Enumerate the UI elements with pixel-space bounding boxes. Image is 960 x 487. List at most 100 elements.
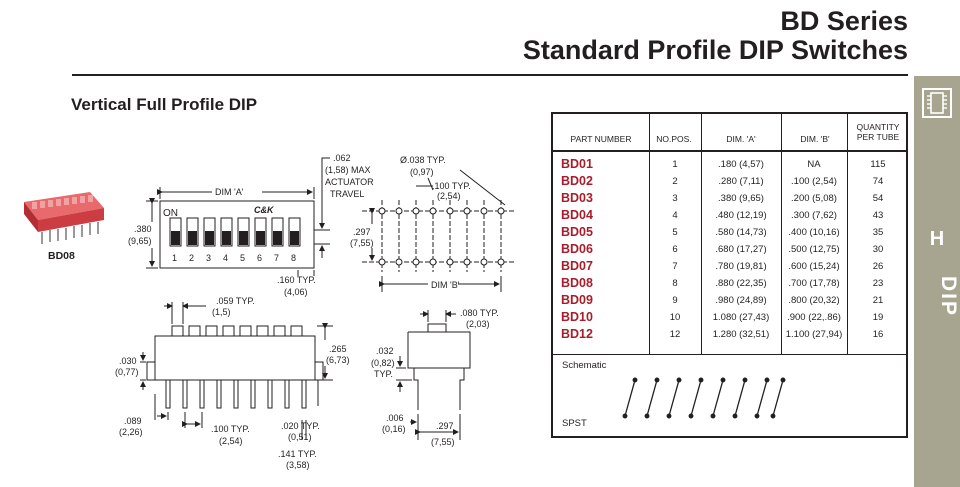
col-divider [701,114,702,354]
no-pos: 9 [672,295,678,306]
dim-b: 1.100 (27,94) [785,329,843,340]
col-divider [649,114,650,354]
row-297-mm: (7,55) [350,238,374,248]
dim-a: 1.080 (27,43) [712,312,770,323]
hole-pitch-mm: (2,54) [437,191,461,201]
act-080-mm: (2,03) [466,319,490,329]
lead-006-in: .006 [386,413,404,423]
photo-label: BD08 [48,250,75,262]
switch-number-6: 6 [257,253,262,263]
height-mm: (9,65) [128,236,152,246]
part-number: BD07 [561,259,593,273]
no-pos: 3 [672,193,678,204]
table-row: BD09 9 .980 (24,89) .800 (20,32) 21 [553,292,906,309]
part-number: BD12 [561,327,593,341]
dim-b: NA [807,159,821,170]
no-pos: 1 [672,159,678,170]
no-pos: 8 [672,278,678,289]
qty-per-tube: 115 [870,159,886,170]
part-number: BD10 [561,310,593,324]
qty-per-tube: 43 [872,210,884,221]
dim-b: .100 (2,54) [791,176,837,187]
tab-letter: H [929,228,945,250]
row-297-in: .297 [353,227,371,237]
standoff-032-in: .032 [376,346,394,356]
qty-per-tube: 35 [872,227,884,238]
pin-pitch-in: .100 TYP. [211,424,250,434]
no-pos: 12 [669,329,681,340]
hole-dia-in: Ø.038 TYP. [400,155,446,165]
col-qty-per-tube: QUANTITY PER TUBE [856,122,900,142]
dim-b: .600 (15,24) [788,261,840,272]
edge-089-mm: (2,26) [119,427,143,437]
part-number: BD08 [561,276,593,290]
dip-chip-icon [922,88,952,118]
part-number: BD09 [561,293,593,307]
top-view [146,157,330,276]
col-part-number: PART NUMBER [570,134,632,144]
standoff-032-note: TYP. [374,369,393,379]
table-row: BD12 12 1.280 (32,51) 1.100 (27,94) 16 [553,326,906,343]
dim-a: .180 (4,57) [718,159,764,170]
section-title: Vertical Full Profile DIP [71,95,258,114]
technical-drawings: DIM 'A' ON C&K 1 2 3 4 5 6 7 8 .380 (9,6… [115,153,514,470]
col-dim-b: DIM. 'B' [800,134,830,144]
actuator-note-3: ACTUATOR [325,177,374,187]
switch-slots [169,217,301,247]
pin-pitch-mm: (2,54) [219,436,243,446]
dim-b: .400 (10,16) [788,227,840,238]
col-dim-a: DIM. 'A' [726,134,756,144]
dim-b-label: DIM 'B' [431,280,460,290]
dim-b: .200 (5,08) [791,193,837,204]
switch-number-3: 3 [206,253,211,263]
qty-per-tube: 21 [872,295,884,306]
dim-a: .280 (7,11) [718,176,764,187]
dim-a: .480 (12,19) [715,210,767,221]
schematic-label: Schematic [562,360,607,371]
table-row: BD01 1 .180 (4,57) NA 115 [553,156,906,173]
no-pos: 7 [672,261,678,272]
qty-per-tube: 23 [872,278,884,289]
pitch-160-mm: (4,06) [284,287,308,297]
switch-number-4: 4 [223,253,228,263]
dim-a: .780 (19,81) [715,261,767,272]
tab-category: DIP [937,276,960,318]
pin-length-in: .141 TYP. [278,449,317,459]
hole-dia-mm: (0,97) [410,167,434,177]
table-row: BD04 4 .480 (12,19) .300 (7,62) 43 [553,207,906,224]
table-row: BD07 7 .780 (19,81) .600 (15,24) 26 [553,258,906,275]
table-row: BD06 6 .680 (17,27) .500 (12,75) 30 [553,241,906,258]
table-header-row: PART NUMBER NO.POS. DIM. 'A' DIM. 'B' QU… [553,114,906,152]
end-297-mm: (7,55) [431,437,455,447]
header-rule [72,74,908,76]
table-row: BD10 10 1.080 (27,43) .900 (22,.86) 19 [553,309,906,326]
dim-a: .880 (22,35) [715,278,767,289]
dim-a: 1.280 (32,51) [712,329,770,340]
height-265-in: .265 [329,344,347,354]
side-tab: H DIP [914,76,960,487]
switch-number-1: 1 [172,253,177,263]
qty-per-tube: 19 [872,312,884,323]
standoff-032-mm: (0,82) [371,358,395,368]
dim-a: .580 (14,73) [715,227,767,238]
no-pos: 2 [672,176,678,187]
no-pos: 5 [672,227,678,238]
top-059-mm: (1,5) [212,307,231,317]
pitch-160-in: .160 TYP. [277,275,316,285]
qty-per-tube: 74 [872,176,884,187]
ck-logo: C&K [254,205,275,215]
qty-per-tube: 16 [872,329,884,340]
actuator-note-4: TRAVEL [330,189,364,199]
table-row: BD03 3 .380 (9,65) .200 (5,08) 54 [553,190,906,207]
qty-per-tube: 54 [872,193,884,204]
qty-per-tube: 30 [872,244,884,255]
switch-number-5: 5 [240,253,245,263]
spst-schematic [613,374,793,429]
spec-table: PART NUMBER NO.POS. DIM. 'A' DIM. 'B' QU… [551,112,908,438]
part-number: BD06 [561,242,593,256]
switch-number-8: 8 [291,253,296,263]
side-view [140,302,333,390]
table-row: BD08 8 .880 (22,35) .700 (17,78) 23 [553,275,906,292]
col-no-pos: NO.POS. [656,134,692,144]
dim-a-label: DIM 'A' [215,187,244,197]
